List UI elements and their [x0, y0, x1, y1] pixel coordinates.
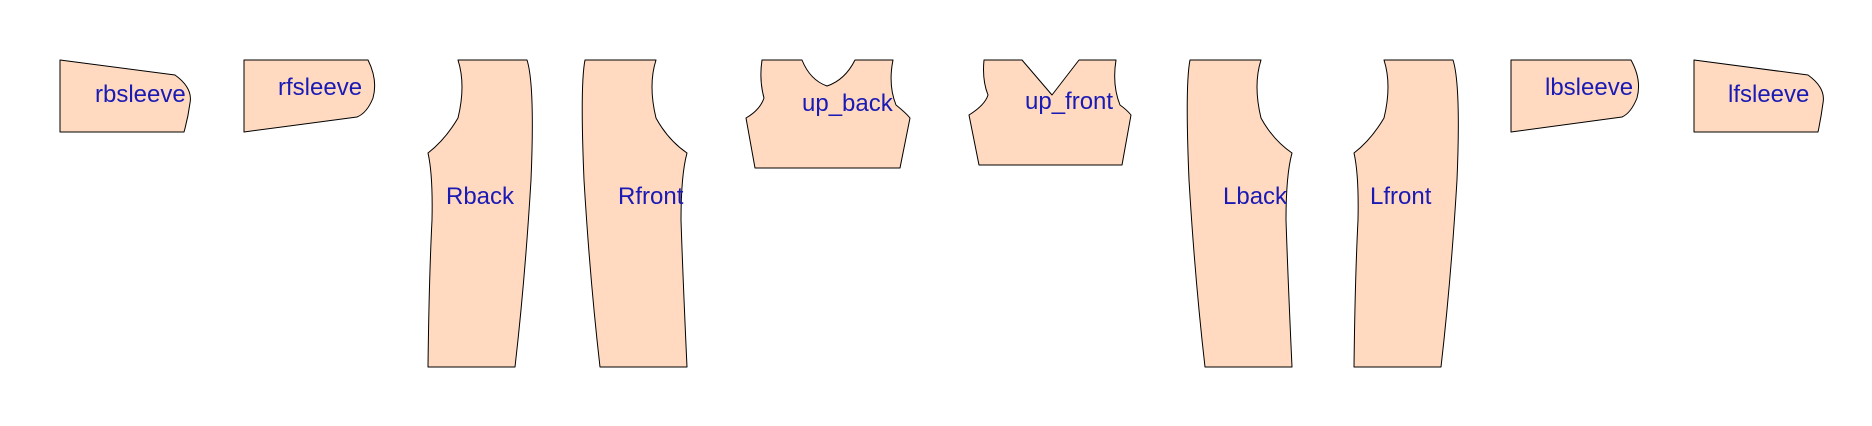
piece-shape-up-back [745, 59, 911, 169]
piece-shape-lfsleeve [1693, 59, 1824, 133]
pattern-piece-lbsleeve[interactable]: lbsleeve [1510, 59, 1639, 133]
piece-shape-lfront [1353, 59, 1459, 368]
pattern-piece-rfsleeve[interactable]: rfsleeve [243, 59, 376, 133]
pattern-piece-lback[interactable]: Lback [1186, 59, 1293, 368]
piece-label-lfsleeve: lfsleeve [1728, 81, 1809, 108]
piece-shape-rback [427, 59, 533, 368]
piece-shape-rfront [581, 59, 688, 368]
piece-label-rbsleeve: rbsleeve [95, 81, 186, 108]
piece-label-lback: Lback [1223, 183, 1288, 210]
piece-shape-lbsleeve [1510, 59, 1639, 133]
pattern-piece-rfront[interactable]: Rfront [581, 59, 688, 368]
piece-label-up-back: up_back [802, 90, 894, 117]
piece-label-lbsleeve: lbsleeve [1545, 74, 1633, 101]
piece-label-rback: Rback [446, 183, 515, 210]
piece-label-lfront: Lfront [1370, 183, 1432, 210]
pattern-piece-up-front[interactable]: up_front [968, 59, 1132, 166]
pattern-piece-lfront[interactable]: Lfront [1353, 59, 1459, 368]
pattern-piece-rback[interactable]: Rback [427, 59, 533, 368]
piece-shape-up-front [968, 59, 1132, 166]
piece-label-rfsleeve: rfsleeve [278, 74, 362, 101]
piece-label-rfront: Rfront [618, 183, 684, 210]
piece-shape-rbsleeve [59, 59, 191, 133]
pattern-piece-lfsleeve[interactable]: lfsleeve [1693, 59, 1824, 133]
piece-shape-rfsleeve [243, 59, 376, 133]
pattern-piece-up-back[interactable]: up_back [745, 59, 911, 169]
piece-shape-lback [1186, 59, 1293, 368]
piece-label-up-front: up_front [1025, 88, 1113, 115]
pattern-piece-rbsleeve[interactable]: rbsleeve [59, 59, 191, 133]
